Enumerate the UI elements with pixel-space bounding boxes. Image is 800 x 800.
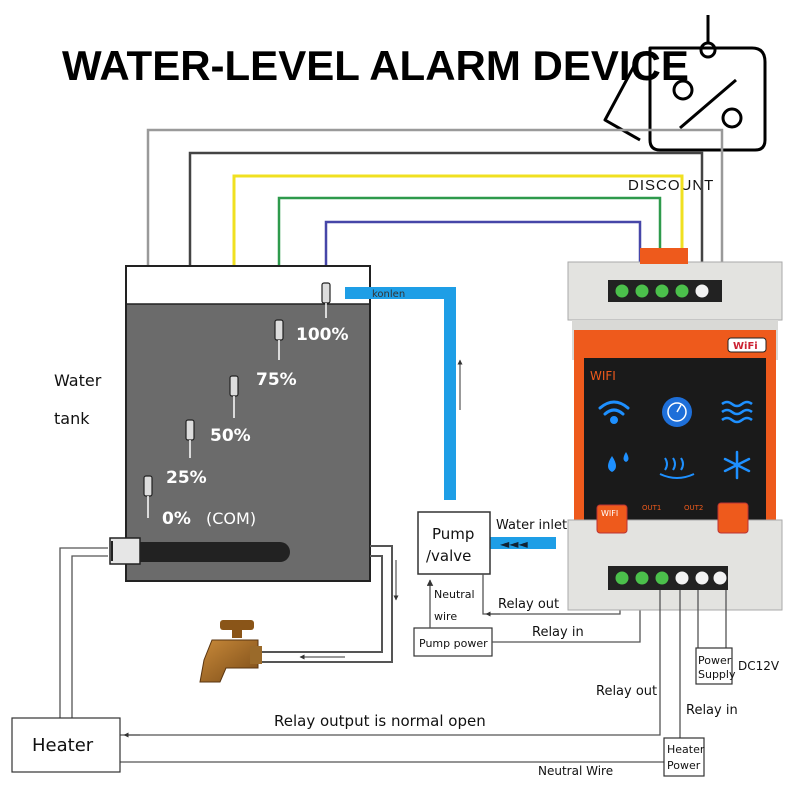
level-label-50: 50% xyxy=(210,426,251,446)
relay-out-bottom-label: Relay out xyxy=(596,684,657,699)
pump-power-label: Pump power xyxy=(419,637,488,650)
neutral-wire-label: Neutral Wire xyxy=(538,764,613,778)
wifi-signal-icon xyxy=(598,400,630,424)
wifi-button[interactable] xyxy=(596,504,628,534)
wifi-button-label: WIFI xyxy=(601,509,618,518)
drain-pipe xyxy=(252,545,399,663)
heater-power-line2: Power xyxy=(667,759,701,772)
heater-power-box xyxy=(663,737,705,777)
bottom-terminals xyxy=(614,570,728,586)
timer-dial-icon xyxy=(662,397,692,427)
power-supply-line2: Supply xyxy=(698,668,736,681)
inlet-pipe xyxy=(345,287,556,549)
wifi-logo-badge xyxy=(727,337,767,353)
discount-label: DISCOUNT xyxy=(628,177,714,194)
device-panel-label: WIFI xyxy=(590,369,616,383)
discount-tag-icon xyxy=(603,15,767,152)
page-title: WATER-LEVEL ALARM DEVICE xyxy=(62,42,689,89)
com-label: (COM) xyxy=(206,509,256,528)
level-label-0: 0% xyxy=(162,509,191,529)
pump-valve-box xyxy=(417,511,491,575)
heater-box xyxy=(11,717,121,773)
level-label-100: 100% xyxy=(296,325,349,345)
out2-label: OUT2 xyxy=(684,504,703,512)
heater-power-line1: Heater xyxy=(667,743,705,756)
pump-label-line1: Pump xyxy=(432,525,474,543)
wifi-logo-text: WiFi xyxy=(733,341,758,352)
water-tap-icon xyxy=(199,620,262,683)
heater-element xyxy=(109,537,290,565)
wire-label: wire xyxy=(434,610,457,623)
pump-label-line2: /valve xyxy=(426,547,471,565)
neutral-label: Neutral xyxy=(434,588,475,601)
relay-in-top-label: Relay in xyxy=(532,625,584,640)
power-supply-line1: Power xyxy=(698,654,732,667)
level-label-25: 25% xyxy=(166,468,207,488)
alarm-device xyxy=(567,248,783,611)
wire-100 xyxy=(324,220,642,295)
tank-label-line1: Water xyxy=(54,371,102,390)
tank-label-line2: tank xyxy=(54,409,90,428)
water-drop-icon xyxy=(608,452,629,472)
out2-button[interactable] xyxy=(717,502,749,534)
water-tank xyxy=(125,265,371,582)
relay-in-bottom-label: Relay in xyxy=(686,703,738,718)
relay-out-top-label: Relay out xyxy=(498,597,559,612)
pipe-label: konlen xyxy=(372,289,405,300)
top-terminals xyxy=(614,283,710,299)
relay-note: Relay output is normal open xyxy=(274,712,486,730)
heating-icon xyxy=(659,457,695,479)
water-waves-icon xyxy=(721,400,753,424)
snowflake-icon xyxy=(723,450,751,480)
out1-label: OUT1 xyxy=(642,504,661,512)
inlet-arrows: ◄◄◄ xyxy=(500,537,528,551)
dc12v-label: DC12V xyxy=(738,659,780,673)
water-inlet-label: Water inlet xyxy=(496,518,567,533)
power-supply-box xyxy=(695,647,733,685)
pump-power-box xyxy=(413,627,493,657)
heater-label: Heater xyxy=(32,735,94,756)
level-label-75: 75% xyxy=(256,370,297,390)
